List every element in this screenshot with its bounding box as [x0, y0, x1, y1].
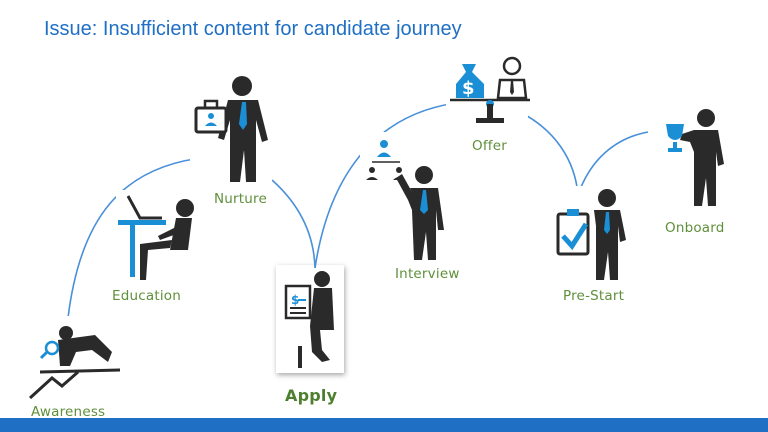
interview-figure-icon [360, 132, 450, 262]
offer-icon: $ [446, 52, 530, 136]
svg-text:$: $ [291, 293, 299, 307]
apply-figure-icon: $ [284, 271, 334, 368]
footer-bar [0, 418, 768, 432]
connector-prestart-onboard [577, 131, 649, 196]
nurture-figure-icon [190, 70, 272, 186]
onboard-figure-icon [648, 108, 730, 210]
stage-label-education: Education [112, 288, 182, 304]
connector-offer-prestart [519, 111, 579, 196]
stage-label-onboard: Onboard [665, 220, 725, 236]
connector-awareness-nurture [67, 156, 211, 319]
stage-label-interview: Interview [395, 266, 460, 282]
connector-nurture-apply [271, 179, 316, 269]
education-figure-icon [116, 190, 198, 280]
stage-label-apply: Apply [285, 386, 338, 405]
awareness-figure-icon [26, 316, 128, 400]
stage-label-offer: Offer [472, 138, 507, 154]
pre-start-figure-icon [554, 186, 634, 282]
offer-money-label: $ [462, 78, 475, 99]
stage-label-nurture: Nurture [214, 191, 268, 207]
stage-label-pre-start: Pre-Start [563, 288, 625, 304]
slide-title: Issue: Insufficient content for candidat… [44, 18, 462, 40]
stage-label-awareness: Awareness [31, 404, 106, 420]
